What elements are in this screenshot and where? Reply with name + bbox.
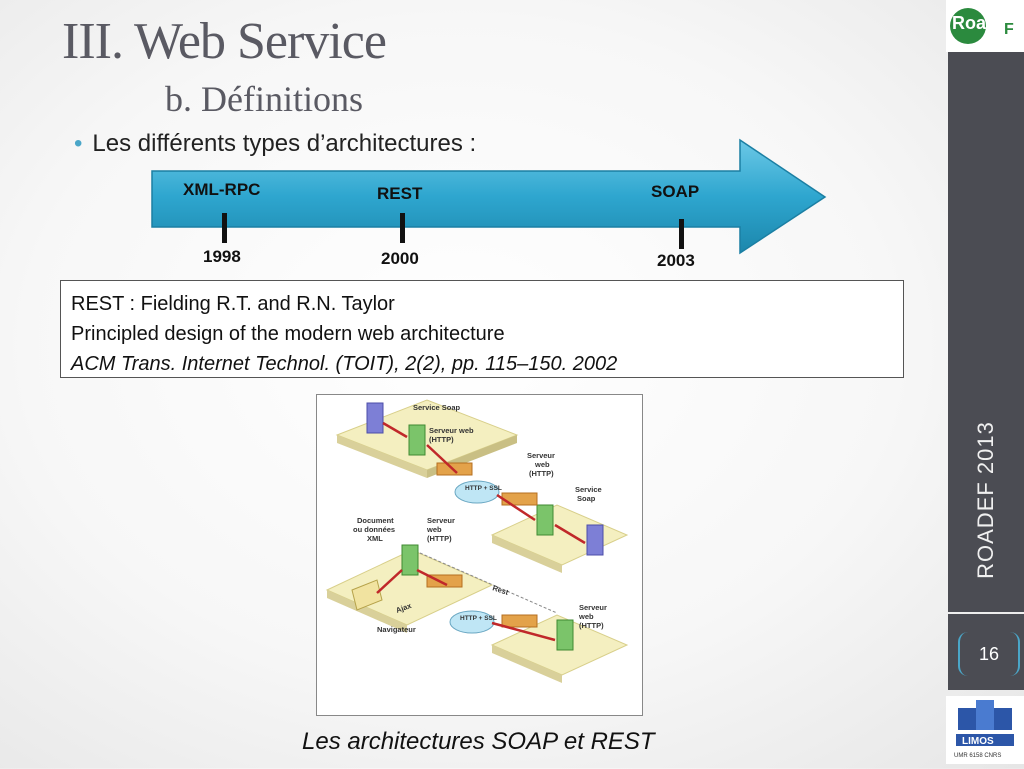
svg-text:Rest: Rest: [491, 583, 510, 597]
timeline-year-1998: 1998: [203, 247, 241, 266]
tick-2000: [400, 213, 405, 243]
tick-1998: [222, 213, 227, 243]
svg-text:web: web: [426, 525, 442, 534]
svg-text:(HTTP): (HTTP): [579, 621, 604, 630]
tick-2003: [679, 219, 684, 249]
page-number-box: [948, 614, 1024, 690]
bullet-text: Les différents types d’architectures :: [92, 130, 477, 157]
timeline-label-soap: SOAP: [651, 182, 700, 201]
slide-subtitle: b. Définitions: [165, 79, 363, 119]
page-number: 16: [958, 632, 1020, 676]
right-sidebar: [948, 52, 1024, 612]
svg-text:Road: Road: [952, 13, 997, 33]
svg-text:LIMOS: LIMOS: [962, 736, 994, 747]
svg-text:ou données: ou données: [353, 525, 395, 534]
svg-text:(HTTP): (HTTP): [529, 469, 554, 478]
architecture-figure: Service Soap Serveur web (HTTP) Serveur …: [316, 394, 643, 716]
svg-text:Service: Service: [575, 485, 602, 494]
svg-text:UMR 6158 CNRS: UMR 6158 CNRS: [954, 753, 1001, 759]
svg-text:F: F: [1004, 21, 1014, 38]
svg-text:Soap: Soap: [577, 494, 596, 503]
timeline-year-2000: 2000: [381, 249, 419, 268]
svg-text:Service Soap: Service Soap: [413, 403, 461, 412]
svg-text:HTTP + SSL: HTTP + SSL: [465, 485, 502, 492]
reference-title: Principled design of the modern web arch…: [71, 323, 505, 345]
figure-caption: Les architectures SOAP et REST: [302, 728, 655, 755]
svg-text:Navigateur: Navigateur: [377, 625, 416, 634]
reference-journal: ACM Trans. Internet Technol. (TOIT), 2(2…: [71, 353, 618, 375]
svg-text:web: web: [578, 612, 594, 621]
svg-text:(HTTP): (HTTP): [429, 435, 454, 444]
reference-authors: REST : Fielding R.T. and R.N. Taylor: [71, 293, 395, 315]
svg-text:XML: XML: [367, 534, 383, 543]
svg-text:HTTP + SSL: HTTP + SSL: [460, 615, 497, 622]
timeline-arrow: [151, 138, 827, 255]
event-name: ROADEF 2013: [973, 421, 998, 579]
svg-text:Serveur web: Serveur web: [429, 426, 474, 435]
svg-text:(HTTP): (HTTP): [427, 534, 452, 543]
svg-text:web: web: [534, 460, 550, 469]
timeline-year-2003: 2003: [657, 251, 695, 270]
timeline-label-rest: REST: [377, 184, 423, 203]
svg-text:Serveur: Serveur: [579, 603, 607, 612]
timeline: [140, 135, 840, 275]
bullet-item: • Les différents types d’architectures :: [74, 130, 476, 158]
svg-text:Document: Document: [357, 516, 394, 525]
bullet-icon: •: [74, 130, 83, 157]
slide-title: III. Web Service: [62, 13, 387, 70]
timeline-label-xmlrpc: XML-RPC: [183, 180, 261, 199]
svg-text:Serveur: Serveur: [427, 516, 455, 525]
limos-logo: LIMOS UMR 6158 CNRS: [946, 696, 1024, 769]
reference-box: REST : Fielding R.T. and R.N. Taylor Pri…: [60, 280, 904, 378]
roadef-logo: Road F: [946, 0, 1024, 57]
architecture-diagram: Service Soap Serveur web (HTTP) Serveur …: [325, 399, 629, 683]
svg-text:Serveur: Serveur: [527, 451, 555, 460]
